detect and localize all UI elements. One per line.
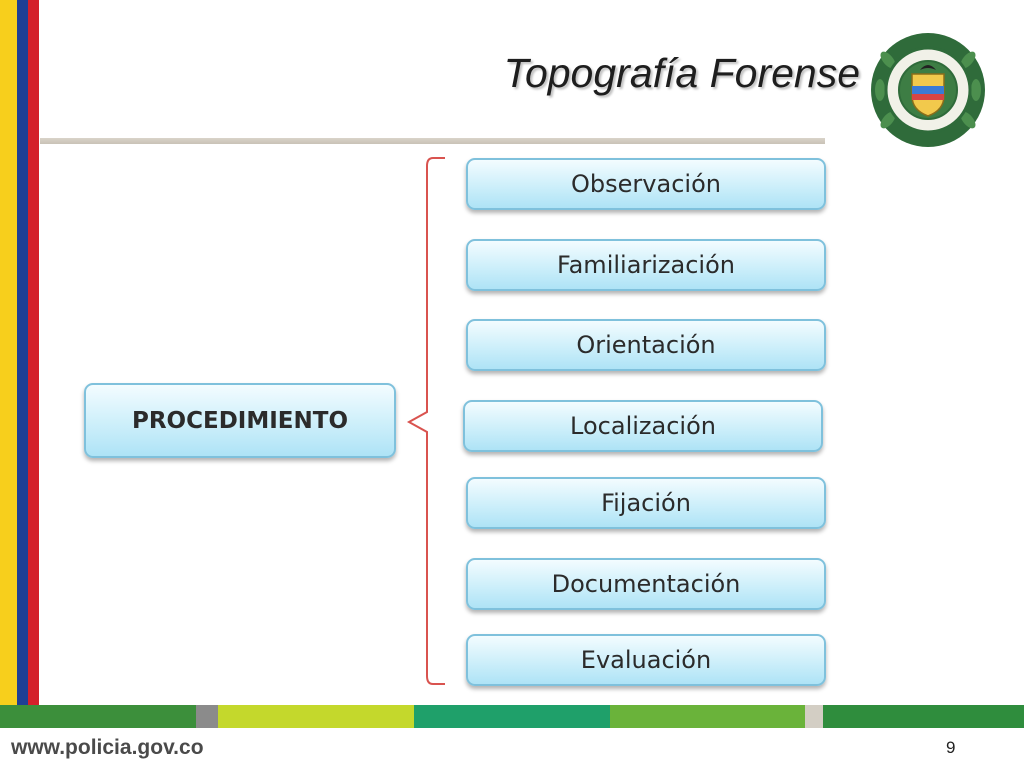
step-box: Orientación: [466, 319, 826, 371]
title-divider: [40, 138, 825, 144]
step-box: Fijación: [466, 477, 826, 529]
step-box: Evaluación: [466, 634, 826, 686]
footer-color-band: [196, 705, 218, 728]
footer-url: www.policia.gov.co: [11, 736, 204, 759]
flag-stripe-red: [28, 0, 39, 714]
diagram-bracket: [406, 157, 445, 685]
step-box: Localización: [463, 400, 823, 452]
step-box: Observación: [466, 158, 826, 210]
step-box: Familiarización: [466, 239, 826, 291]
flag-stripe-yellow: [0, 0, 17, 714]
footer-color-band: [610, 705, 805, 728]
footer-color-band: [805, 705, 823, 728]
footer-color-band: [0, 705, 196, 728]
flag-stripe-blue: [17, 0, 28, 714]
footer-color-band: [823, 705, 1024, 728]
footer-color-band: [218, 705, 414, 728]
procedimiento-box: PROCEDIMIENTO: [84, 383, 396, 458]
slide-title: Topografía Forense: [503, 50, 860, 96]
police-seal-icon: [871, 33, 985, 147]
step-box: Documentación: [466, 558, 826, 610]
page-number: 9: [946, 738, 956, 757]
footer-color-band: [414, 705, 610, 728]
